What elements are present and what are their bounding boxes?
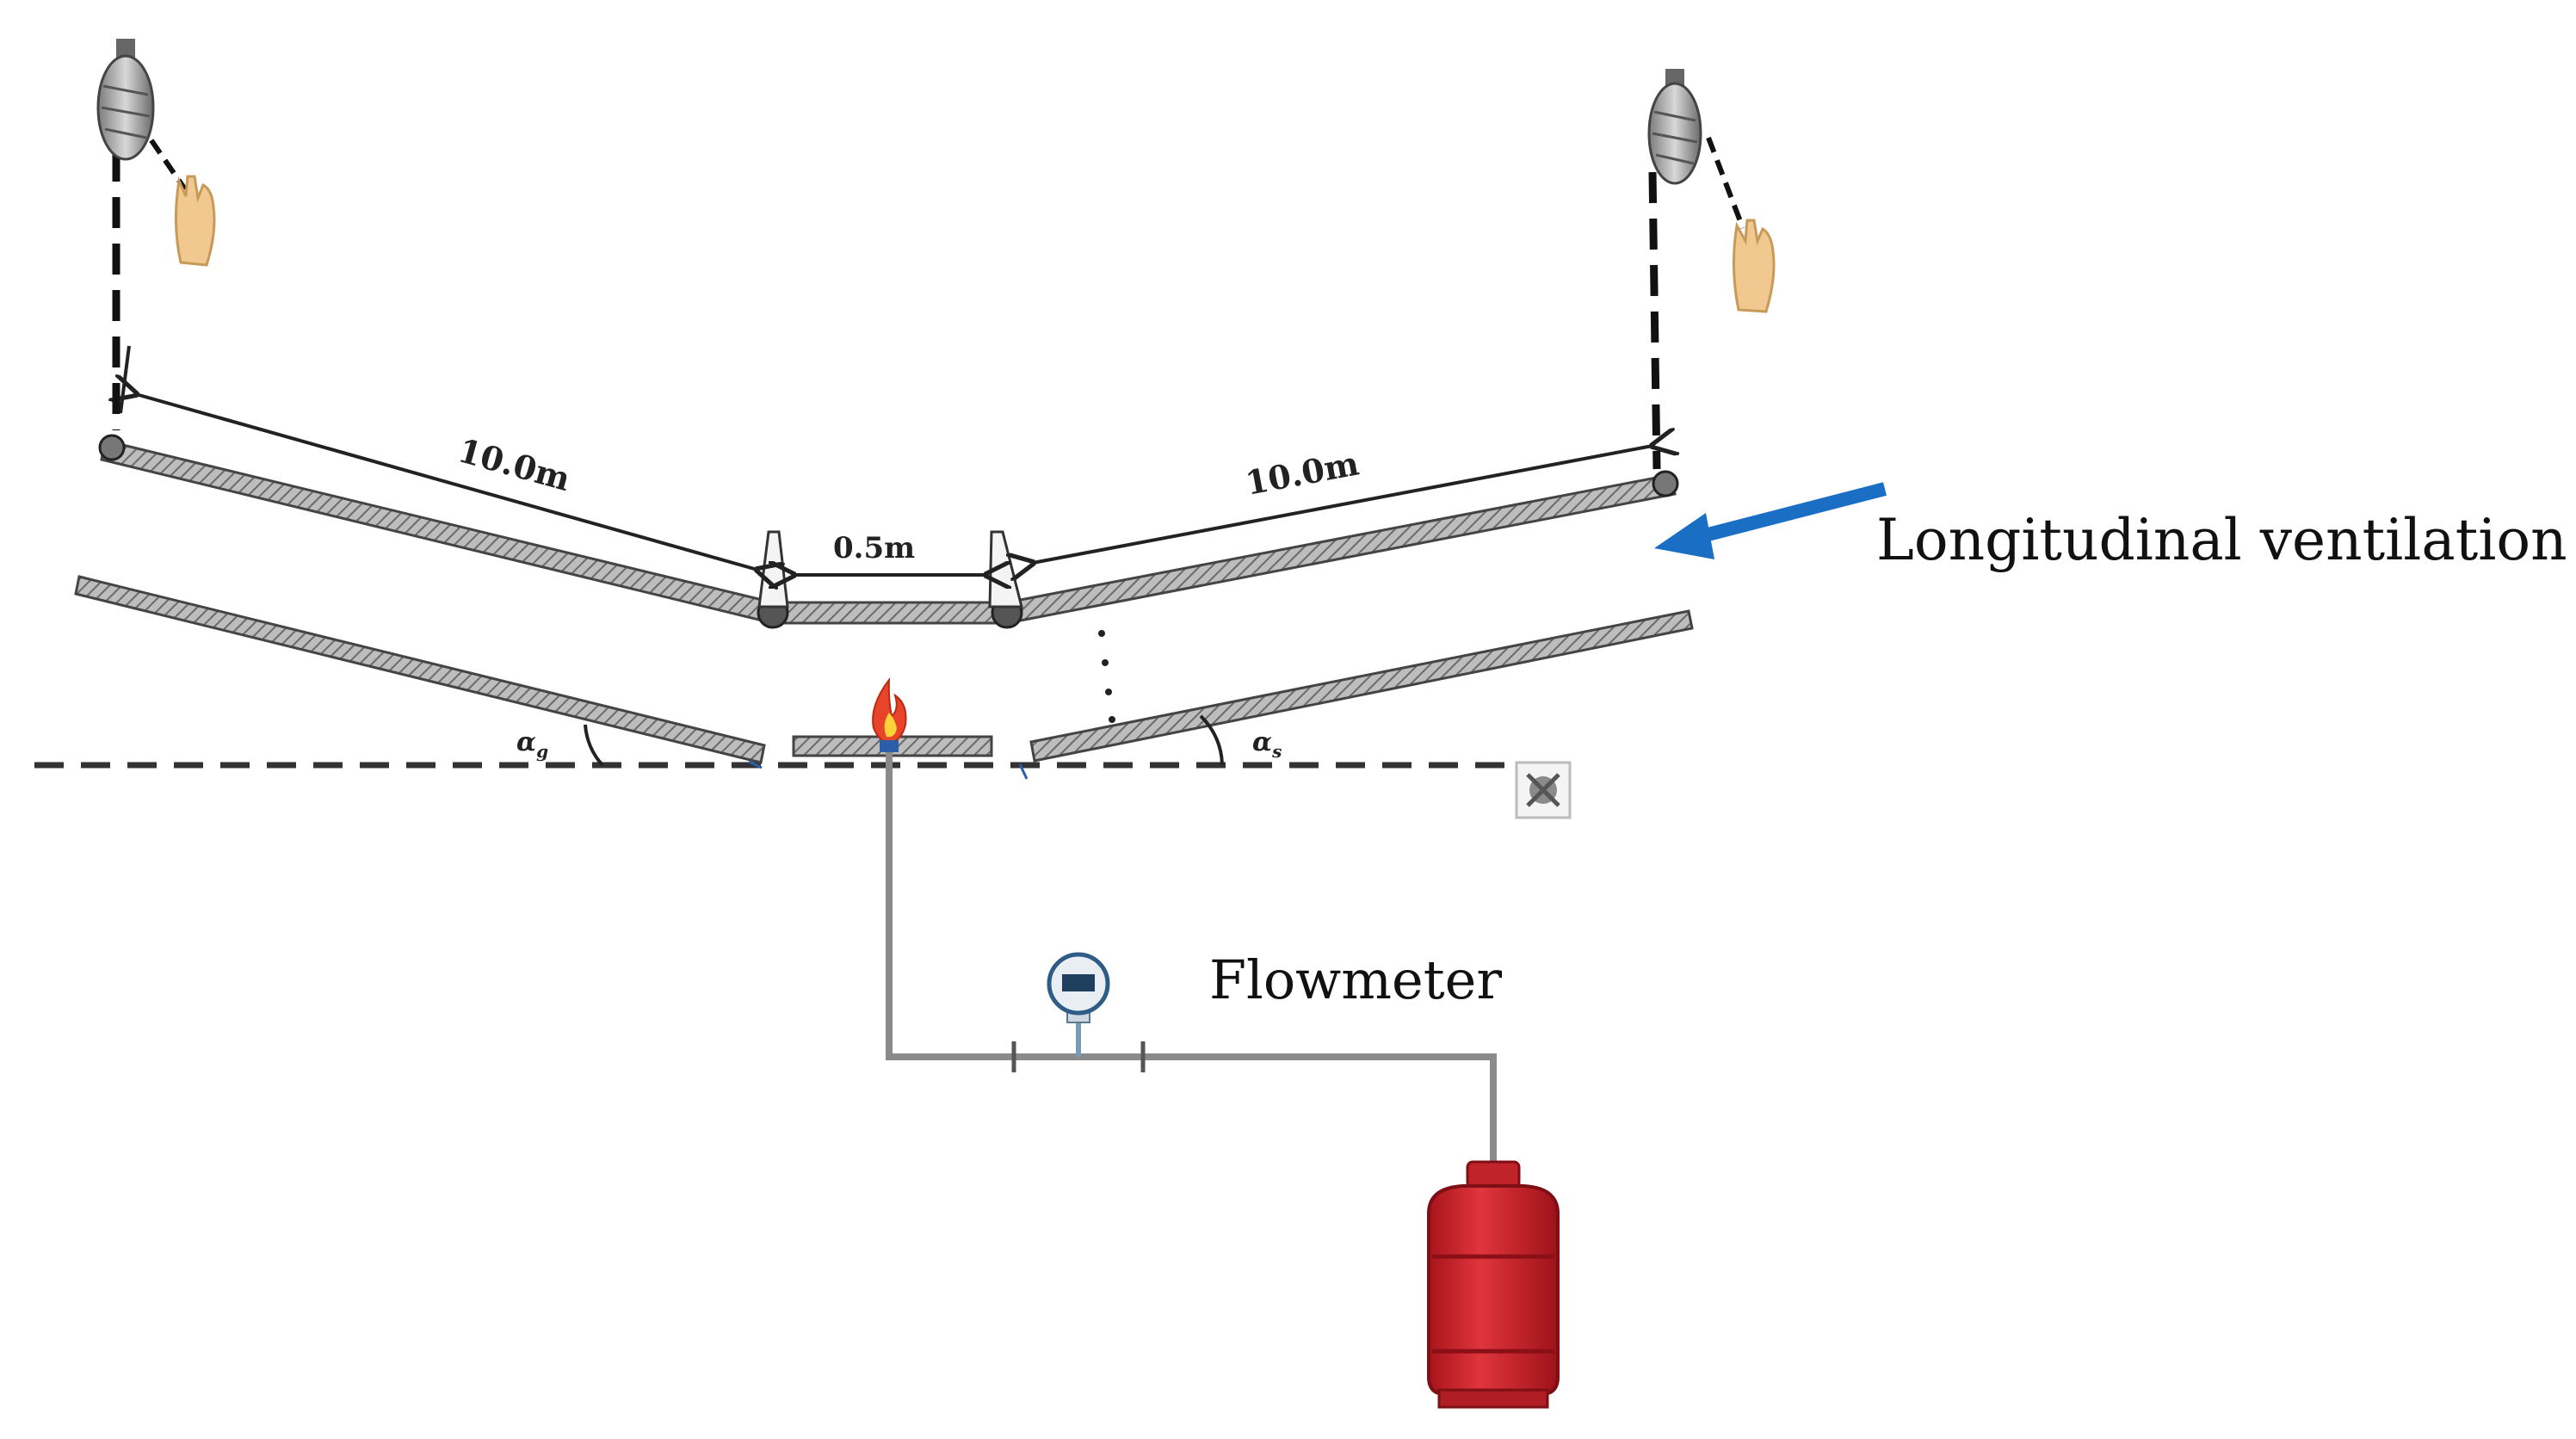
lower-tunnel-right-section bbox=[1029, 609, 1694, 763]
dimension-line-right bbox=[1033, 446, 1652, 563]
angle-arc-left bbox=[584, 724, 604, 767]
dotted-guide bbox=[1098, 630, 1115, 723]
gas-cylinder-icon bbox=[1427, 1160, 1560, 1409]
dimension-line-left bbox=[136, 394, 757, 570]
lower-tunnel-left-section bbox=[74, 575, 766, 764]
barrier-left bbox=[757, 530, 789, 608]
lower-tunnel bbox=[74, 575, 1694, 780]
dimension-label-gap: 0.5m bbox=[833, 531, 915, 565]
angle-label-left: αg bbox=[516, 727, 548, 762]
flowmeter-label: Flowmeter bbox=[1209, 948, 1502, 1011]
fan-icon bbox=[1515, 761, 1572, 819]
rope-right bbox=[1648, 171, 1661, 470]
rope-pull-right bbox=[1706, 136, 1745, 230]
flowmeter-icon bbox=[1047, 952, 1110, 1057]
hand-icon bbox=[174, 175, 216, 267]
upper-tunnel-middle-section bbox=[771, 601, 1009, 625]
angle-label-right: αs bbox=[1252, 727, 1282, 762]
ventilation-label: Longitudinal ventilation bbox=[1876, 507, 2567, 573]
barrier-right bbox=[988, 530, 1023, 608]
pulley-icon bbox=[1647, 69, 1702, 185]
hinge-icon bbox=[98, 434, 126, 461]
pulley-icon bbox=[96, 39, 155, 161]
dimension-label-right: 10.0m bbox=[1242, 443, 1362, 502]
flame-icon bbox=[872, 676, 907, 752]
gas-pipeline bbox=[886, 745, 1497, 1162]
angle-arc-right bbox=[1199, 714, 1224, 766]
hinge-icon bbox=[1652, 470, 1679, 497]
hand-icon bbox=[1732, 219, 1776, 313]
upper-tunnel-left-section bbox=[100, 439, 775, 625]
ventilation-arrow bbox=[1654, 482, 1887, 559]
